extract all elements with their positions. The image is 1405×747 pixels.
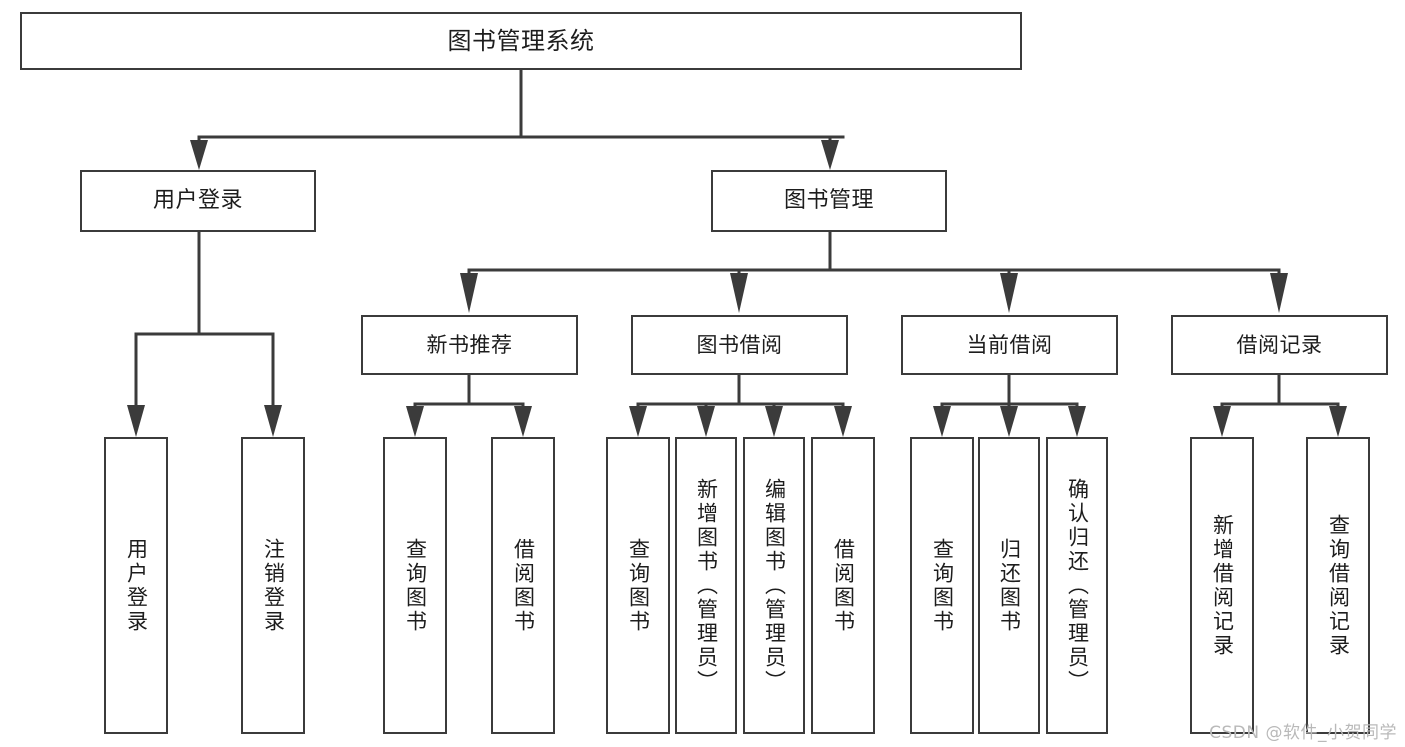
node-label: 图书管理系统 <box>447 26 595 55</box>
node-borrow-record[interactable]: 借阅记录 <box>1171 315 1388 375</box>
node-leaf-return-book[interactable]: 归还图书 <box>978 437 1040 734</box>
node-label: 当前借阅 <box>966 332 1053 357</box>
node-label: 新增借阅记录 <box>1210 513 1235 658</box>
node-label: 借阅图书 <box>831 537 856 634</box>
node-label: 注销登录 <box>261 537 286 634</box>
node-book-manage[interactable]: 图书管理 <box>711 170 947 232</box>
node-leaf-user-login[interactable]: 用户登录 <box>104 437 168 734</box>
node-label: 图书管理 <box>783 188 874 214</box>
node-label: 查询借阅记录 <box>1326 513 1351 658</box>
node-label: 图书借阅 <box>696 332 783 357</box>
node-label: 归还图书 <box>997 537 1022 634</box>
node-label: 新书推荐 <box>426 332 513 357</box>
node-current-borrow[interactable]: 当前借阅 <box>901 315 1118 375</box>
node-leaf-query-book-current[interactable]: 查询图书 <box>910 437 974 734</box>
node-label: 借阅图书 <box>511 537 536 634</box>
node-label: 新增图书（管理员） <box>694 477 719 694</box>
node-label: 查询图书 <box>403 537 428 634</box>
node-leaf-add-book[interactable]: 新增图书（管理员） <box>675 437 737 734</box>
node-leaf-borrow-book[interactable]: 借阅图书 <box>811 437 875 734</box>
node-leaf-query-borrow-record[interactable]: 查询借阅记录 <box>1306 437 1370 734</box>
node-root-book-management-system[interactable]: 图书管理系统 <box>20 12 1022 70</box>
node-leaf-edit-book[interactable]: 编辑图书（管理员） <box>743 437 805 734</box>
node-leaf-borrow-book-recommend[interactable]: 借阅图书 <box>491 437 555 734</box>
node-leaf-query-book-recommend[interactable]: 查询图书 <box>383 437 447 734</box>
node-label: 用户登录 <box>124 537 149 634</box>
node-label: 用户登录 <box>152 188 243 214</box>
node-label: 确认归还（管理员） <box>1065 477 1090 694</box>
node-label: 编辑图书（管理员） <box>762 477 787 694</box>
node-leaf-add-borrow-record[interactable]: 新增借阅记录 <box>1190 437 1254 734</box>
node-book-borrow[interactable]: 图书借阅 <box>631 315 848 375</box>
node-leaf-query-book-borrow[interactable]: 查询图书 <box>606 437 670 734</box>
arrowheads <box>127 140 1347 437</box>
node-leaf-user-logout[interactable]: 注销登录 <box>241 437 305 734</box>
node-leaf-confirm-return[interactable]: 确认归还（管理员） <box>1046 437 1108 734</box>
node-user-login[interactable]: 用户登录 <box>80 170 316 232</box>
node-label: 查询图书 <box>626 537 651 634</box>
node-label: 借阅记录 <box>1236 332 1323 357</box>
node-new-book-recommend[interactable]: 新书推荐 <box>361 315 578 375</box>
node-label: 查询图书 <box>930 537 955 634</box>
